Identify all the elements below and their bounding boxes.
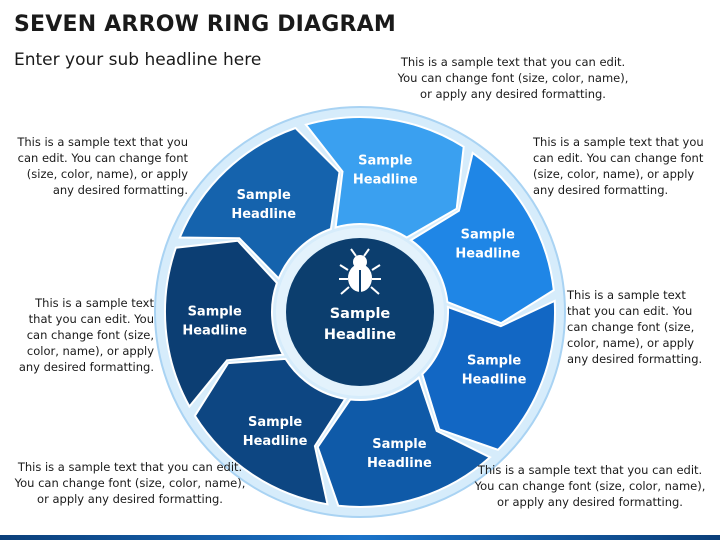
note-line: This is a sample text that you [533, 135, 704, 149]
segments-layer: SampleHeadlineSampleHeadlineSampleHeadli… [163, 116, 557, 509]
bottom-accent-bar [0, 535, 720, 540]
page-subtitle: Enter your sub headline here [14, 50, 262, 70]
note-line: You can change font (size, color, name), [397, 71, 629, 85]
segment-6-label-line2: Headline [182, 323, 247, 338]
note-line: (size, color, name), or apply [26, 167, 188, 181]
page-title: SEVEN ARROW RING DIAGRAM [14, 12, 396, 37]
note-left-middle: This is a sample text that you can edit. … [6, 295, 154, 375]
segment-4[interactable] [316, 375, 492, 509]
note-left-upper: This is a sample text that you can edit. … [6, 134, 188, 198]
bug-icon [339, 248, 381, 295]
note-line: any desired formatting. [533, 183, 669, 197]
segment-5-label-line1: Sample [248, 415, 302, 430]
note-line: or apply any desired formatting. [497, 495, 683, 509]
segment-1[interactable] [304, 116, 465, 239]
note-line: any desired formatting. [567, 352, 703, 366]
note-line: color, name), or apply [567, 336, 695, 350]
note-bottom-left: This is a sample text that you can edit.… [10, 459, 250, 507]
segment-3-label-line1: Sample [467, 354, 521, 369]
note-line: You can change font (size, color, name), [14, 476, 246, 490]
note-line: This is a sample text that you can edit. [17, 460, 243, 474]
note-line: or apply any desired formatting. [420, 87, 606, 101]
note-line: can edit. You can change font [17, 151, 188, 165]
segment-6[interactable] [163, 239, 285, 409]
note-line: You can change font (size, color, name), [474, 479, 706, 493]
note-line: This is a sample text [35, 296, 154, 310]
note-line: that you can edit. You [28, 312, 154, 326]
segment-7-label-line1: Sample [237, 188, 291, 203]
segment-2-label-line2: Headline [455, 246, 520, 261]
note-right-middle: This is a sample text that you can edit. … [567, 287, 717, 367]
note-line: This is a sample text that you [17, 135, 188, 149]
segment-3-label-line2: Headline [462, 373, 527, 388]
note-line: can edit. You can change font [533, 151, 704, 165]
note-line: This is a sample text that you can edit. [400, 55, 626, 69]
note-line: color, name), or apply [26, 344, 154, 358]
note-line: any desired formatting. [18, 360, 154, 374]
note-line: or apply any desired formatting. [37, 492, 223, 506]
segment-5-label-line2: Headline [243, 434, 308, 449]
note-line: that you can edit. You [567, 304, 693, 318]
segment-3[interactable] [421, 299, 557, 451]
note-bottom-right: This is a sample text that you can edit.… [470, 462, 710, 510]
center-hub[interactable] [286, 238, 434, 386]
segment-7[interactable] [178, 126, 341, 281]
segment-1-label-line2: Headline [353, 173, 418, 188]
note-line: (size, color, name), or apply [533, 167, 695, 181]
note-line: This is a sample text [567, 288, 686, 302]
segment-4-label-line1: Sample [372, 437, 426, 452]
note-line: This is a sample text that you can edit. [477, 463, 703, 477]
segment-2[interactable] [409, 151, 555, 325]
note-right-upper: This is a sample text that you can edit. … [533, 134, 713, 198]
segment-7-label-line2: Headline [231, 207, 296, 222]
note-line: can change font (size, [567, 320, 695, 334]
note-line: can change font (size, [26, 328, 154, 342]
note-line: any desired formatting. [52, 183, 188, 197]
center-label-line2: Headline [324, 327, 396, 343]
segment-2-label-line1: Sample [461, 227, 515, 242]
note-top-right: This is a sample text that you can edit.… [393, 54, 633, 102]
segment-5[interactable] [193, 357, 347, 506]
segment-6-label-line1: Sample [188, 304, 242, 319]
segment-1-label-line1: Sample [358, 154, 412, 169]
segment-4-label-line2: Headline [367, 456, 432, 471]
center-label-line1: Sample [330, 306, 391, 322]
